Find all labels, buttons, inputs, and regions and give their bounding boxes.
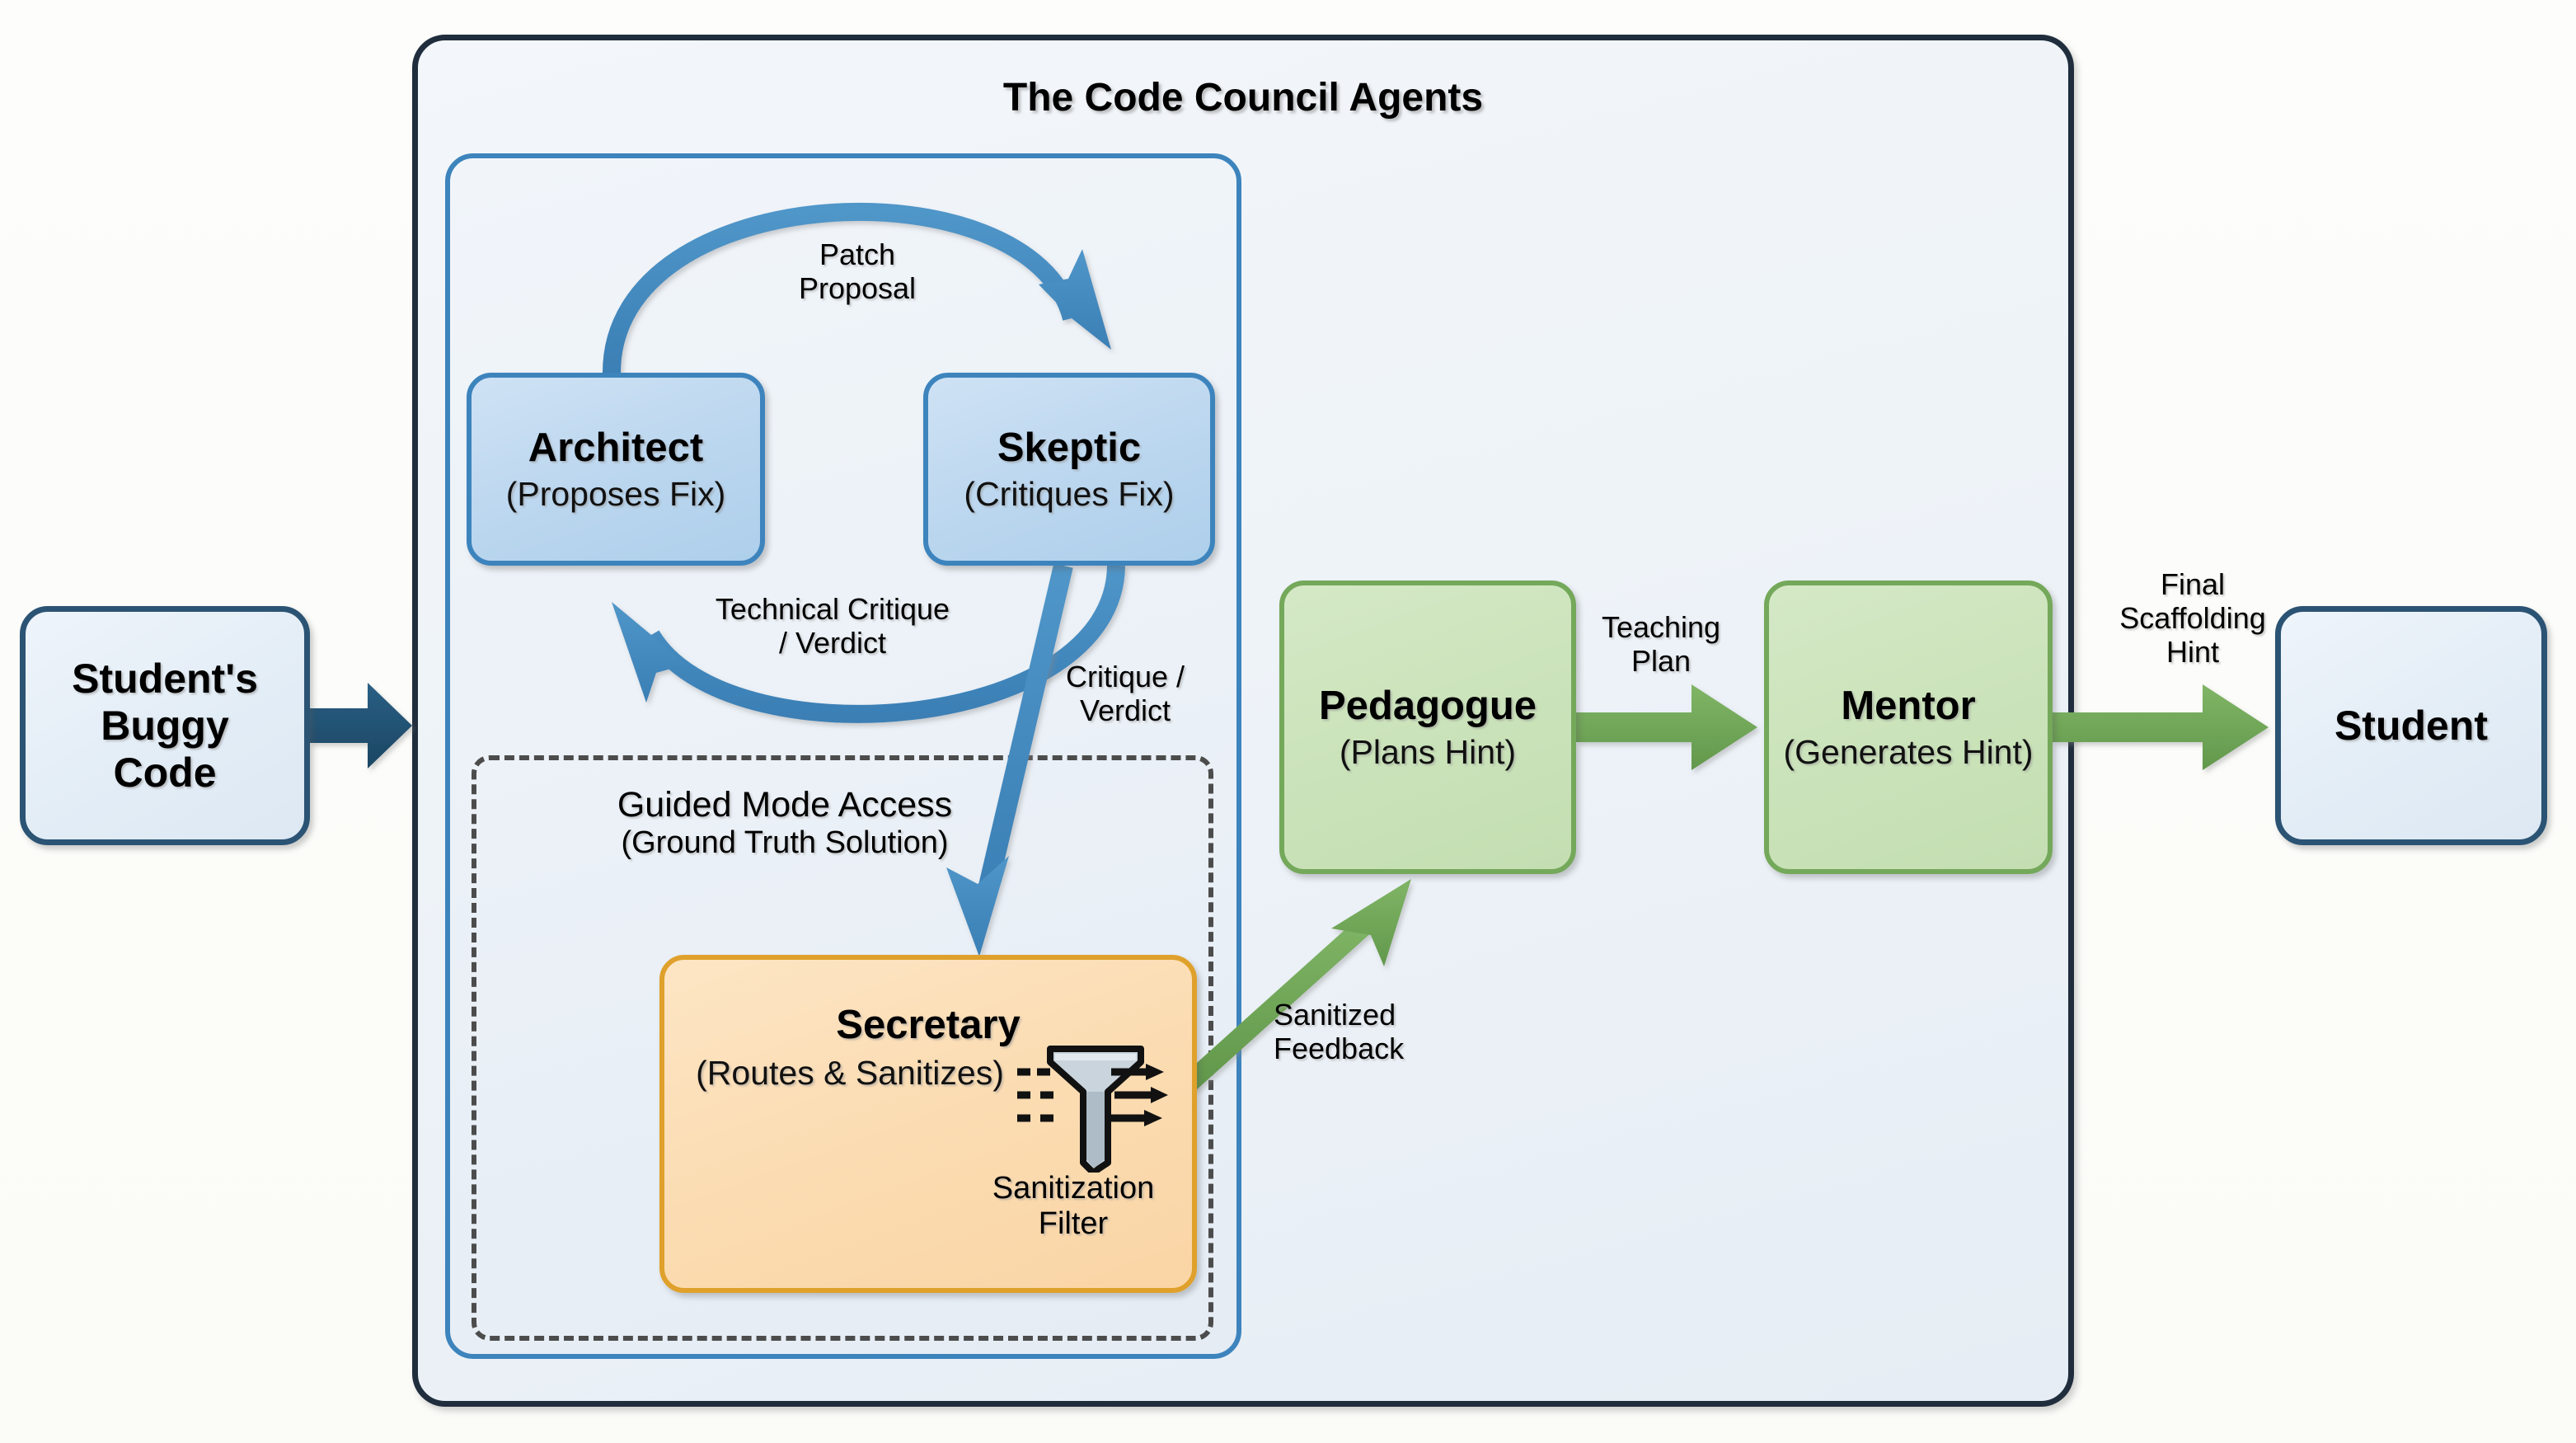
node-secretary-subtitle: (Routes & Sanitizes) — [696, 1053, 1004, 1092]
node-architect-subtitle: (Proposes Fix) — [505, 474, 726, 513]
node-secretary-title: Secretary — [836, 1003, 1021, 1047]
council-title: The Code Council Agents — [1002, 76, 1484, 120]
guided-mode-access-subtitle: (Ground Truth Solution) — [621, 825, 949, 861]
node-pedagogue-title: Pedagogue — [1318, 683, 1537, 728]
node-skeptic[interactable]: Skeptic (Critiques Fix) — [923, 373, 1215, 566]
node-architect-title: Architect — [528, 425, 704, 470]
node-secretary[interactable]: Secretary (Routes & Sanitizes) — [659, 955, 1197, 1293]
guided-mode-access-label: Guided Mode Access (Ground Truth Solutio… — [488, 785, 1082, 861]
node-student[interactable]: Student — [2275, 606, 2547, 845]
sanitization-filter-funnel-icon — [1017, 1046, 1168, 1173]
arrow-mentor-to-student — [2053, 684, 2269, 770]
guided-mode-access-title: Guided Mode Access — [617, 785, 953, 825]
node-skeptic-subtitle: (Critiques Fix) — [964, 474, 1175, 513]
node-skeptic-title: Skeptic — [997, 425, 1142, 470]
arrow-buggy-to-council — [310, 683, 412, 769]
node-pedagogue-subtitle: (Plans Hint) — [1339, 732, 1517, 771]
node-mentor-title: Mentor — [1841, 683, 1976, 728]
edge-label-technical-critique: Technical Critique/ Verdict — [715, 592, 950, 660]
edge-label-critique-verdict: Critique /Verdict — [1065, 660, 1185, 728]
node-architect[interactable]: Architect (Proposes Fix) — [467, 373, 765, 566]
node-mentor[interactable]: Mentor (Generates Hint) — [1764, 580, 2053, 874]
node-mentor-subtitle: (Generates Hint) — [1783, 732, 2034, 771]
node-pedagogue[interactable]: Pedagogue (Plans Hint) — [1279, 580, 1576, 874]
node-student-title: Student — [2334, 702, 2489, 749]
